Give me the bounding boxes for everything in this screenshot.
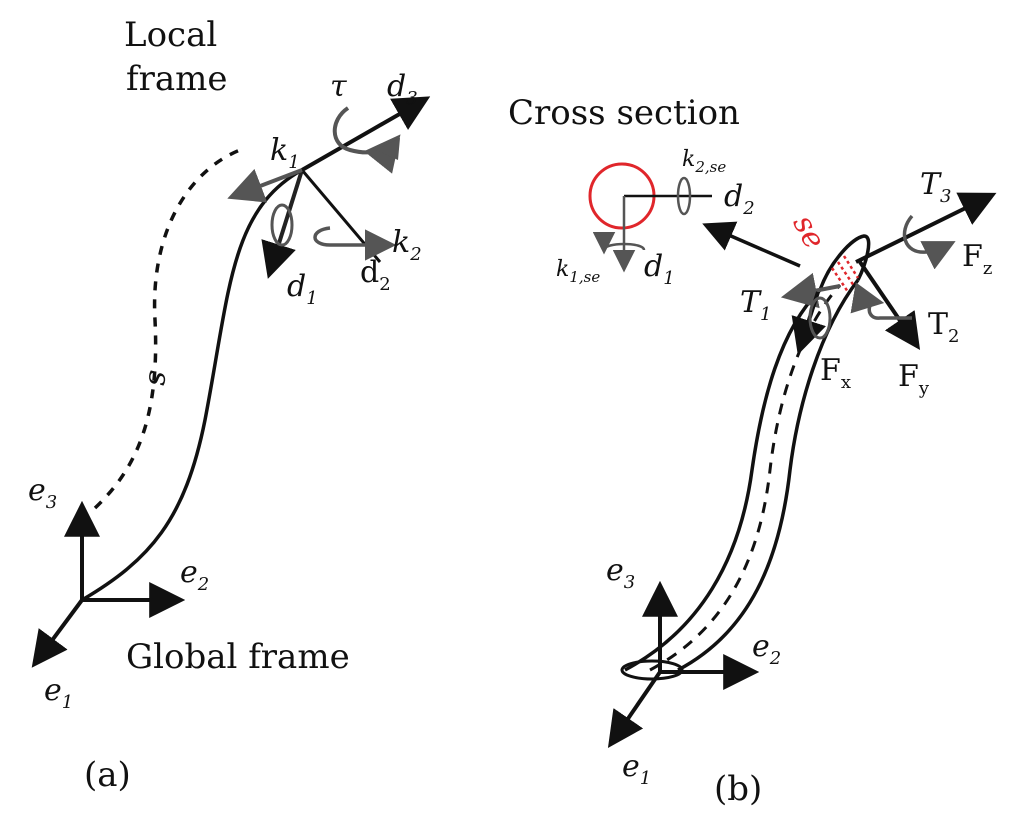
b-caption: (b) [714,769,762,809]
a-rod-curve [81,168,303,602]
b-T1-rotation-icon [808,296,832,340]
a-d1-label: d1 [287,269,318,309]
a-local-frame-line2: frame [126,59,227,99]
b-segment-red [830,255,860,293]
b-e1-axis [607,670,662,748]
a-tau-lower-rotation-icon [376,138,400,160]
a-d1-axis [261,169,304,279]
b-e2-label: e2 [752,629,781,669]
b-Fy-arrow [858,260,921,350]
a-e1-label: e1 [44,673,73,713]
panel-a: Local frame τ d3 k1 k2 d1 d2 s e3 e2 e1 … [28,15,431,795]
a-k2-rotation-icon [313,226,397,261]
a-local-frame-line1: Local [124,15,217,55]
a-arc-length-dashed [93,148,241,510]
b-T3-axis [855,192,997,264]
b-T1-label: T1 [740,285,771,325]
a-e3-label: e3 [28,473,57,513]
b-rod-left-edge [624,288,822,672]
a-d3-label: d3 [387,69,418,109]
b-Fx-label: Fx [820,353,851,393]
a-e1-axis [31,598,84,668]
b-T3-rotation-icon [902,214,956,270]
a-k1-arrow [227,168,303,203]
a-caption: (a) [84,755,131,795]
a-d3-axis [301,96,431,172]
b-T3-label: T3 [920,167,951,207]
a-tau-label: τ [330,69,347,104]
b-k2se-rotation-icon [676,176,692,216]
b-k1se-rotation-icon [592,231,646,255]
b-rod-top-cap [818,234,871,291]
panel-b: se Cross section k2,se d2 k1,se d1 T3 Fz… [508,93,997,809]
b-cross-section-label: Cross section [508,93,740,133]
a-s-label: s [141,369,177,387]
b-T2-label: T2 [928,307,959,347]
b-e3-label: e3 [606,553,635,593]
a-k2-label: k2 [392,225,422,265]
b-d2-label: d2 [724,179,755,219]
a-global-frame-label: Global frame [126,637,350,677]
a-e2-label: e2 [180,555,209,595]
b-d1-label: d1 [644,249,675,289]
b-Fy-label: Fy [898,359,930,399]
a-d2-axis [300,169,382,263]
b-Fz-label: Fz [962,239,992,279]
b-segment-direction-arrow [702,221,801,268]
b-se-label: se [785,209,831,255]
b-k1se-label: k1,se [556,257,600,286]
b-rod-right-edge [677,278,860,672]
b-T2-rotation-icon [850,282,912,320]
b-k2se-label: k2,se [682,147,726,176]
b-T1-arrow [780,272,841,309]
a-d2-label: d2 [360,255,391,295]
a-k1-label: k1 [270,133,300,173]
b-e1-label: e1 [622,749,651,789]
a-k1-rotation-icon [270,203,294,247]
